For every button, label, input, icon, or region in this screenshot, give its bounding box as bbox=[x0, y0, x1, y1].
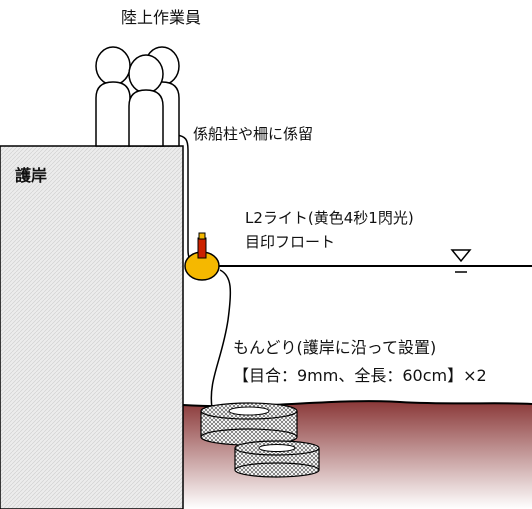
fish-trap-upper bbox=[200, 402, 298, 446]
marker-float-icon bbox=[184, 232, 220, 281]
light-label: L2ライト(黄色4秒1閃光) bbox=[245, 209, 414, 227]
float-label: 目印フロート bbox=[245, 233, 336, 251]
l2-light-icon bbox=[197, 237, 207, 259]
seawall-block bbox=[0, 145, 184, 509]
land-workers-icon bbox=[95, 46, 180, 147]
trap-rope bbox=[210, 269, 232, 409]
water-level-icon bbox=[450, 249, 472, 273]
fish-trap-lower bbox=[234, 440, 320, 478]
seawall-label: 護岸 bbox=[15, 166, 48, 185]
trap-spec-label: 【目合：9mm、全長：60cm】×2 bbox=[233, 366, 487, 385]
trap-label: もんどり(護岸に沿って設置) bbox=[233, 338, 437, 357]
mooring-label: 係船柱や柵に係留 bbox=[193, 125, 314, 143]
workers-label: 陸上作業員 bbox=[121, 8, 202, 27]
